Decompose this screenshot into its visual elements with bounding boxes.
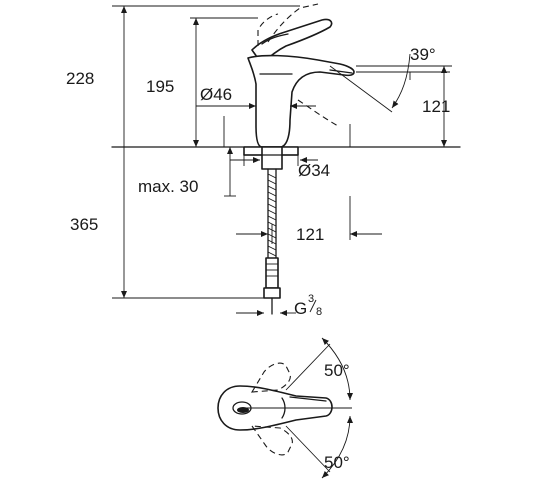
lever-top-view xyxy=(217,337,353,479)
max-thickness-dimension xyxy=(224,147,236,197)
mounting-assembly xyxy=(230,146,318,170)
spout-height-label: 195 xyxy=(146,77,174,96)
spout-height-right-label: 121 xyxy=(422,97,450,116)
body-diameter-label: Ø46 xyxy=(200,85,232,104)
spout-reach-label: 121 xyxy=(296,225,324,244)
spout-height-dimension-line xyxy=(190,17,258,147)
max-thickness-label: max. 30 xyxy=(138,177,198,196)
height-dimension-line xyxy=(112,5,300,299)
mount-hole-label: Ø34 xyxy=(298,161,330,180)
thread-denominator: 8 xyxy=(316,306,322,318)
spout-angle-label: 39° xyxy=(410,45,436,64)
flexible-hose xyxy=(263,168,281,315)
faucet-body xyxy=(247,3,355,148)
lever-angle-up-label: 50° xyxy=(324,361,350,380)
thread-numerator: 3 xyxy=(308,293,314,305)
total-height-label: 228 xyxy=(66,69,94,88)
spout-reach-dimension xyxy=(236,196,382,244)
thread-prefix: G xyxy=(294,299,307,318)
spout-height-right-dimension xyxy=(349,65,452,147)
spout-angle-dimension xyxy=(329,53,450,113)
hose-length-label: 365 xyxy=(70,215,98,234)
body-diameter-dimension xyxy=(196,103,316,147)
thread-label: G 3 8 xyxy=(294,293,322,318)
lever-angle-down-label: 50° xyxy=(324,453,350,472)
